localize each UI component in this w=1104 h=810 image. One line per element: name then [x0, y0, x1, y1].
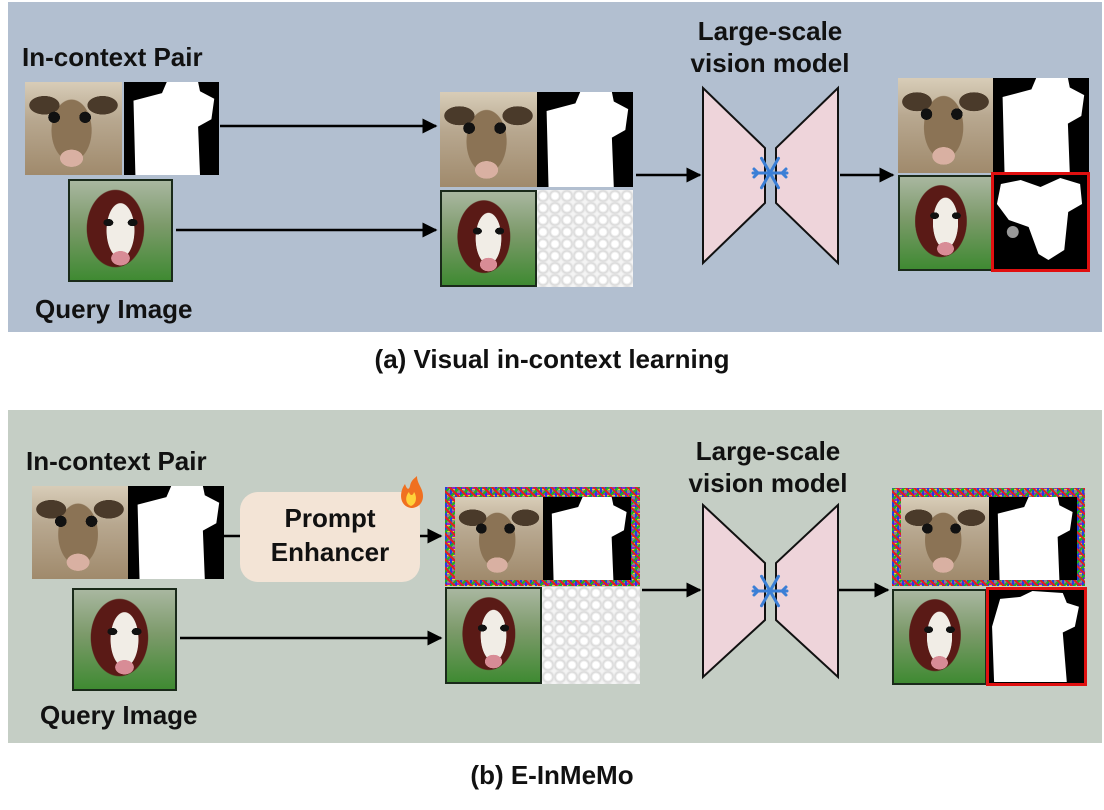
model-label-b: Large-scale vision model [658, 436, 878, 499]
model-label-a: Large-scale vision model [660, 16, 880, 79]
predicted-mask-a [991, 172, 1090, 272]
output-query-image-a [898, 175, 993, 271]
enhancer-label-line1: Prompt [284, 503, 376, 533]
query-image-label-a: Query Image [35, 294, 193, 324]
output-context-mask-b [989, 497, 1077, 580]
caption-a: (a) Visual in-context learning [374, 344, 730, 374]
in-context-pair-label-b: In-context Pair [26, 446, 207, 476]
in-context-pair-label-a: In-context Pair [22, 42, 203, 72]
grid-context-image-b [455, 497, 543, 580]
decoder-shape-a [775, 85, 839, 266]
context-mask-a [124, 82, 219, 175]
caption-b: (b) E-InMeMo [470, 760, 634, 790]
grid-blank-canvas-b [542, 587, 640, 684]
model-label-a-line2: vision model [690, 47, 850, 78]
query-image-a [68, 179, 173, 282]
enhancer-label-line2: Enhancer [270, 536, 390, 567]
context-image-a [25, 82, 122, 175]
fire-icon [401, 476, 423, 508]
encoder-shape-b [702, 502, 766, 680]
snowflake-icon [751, 156, 789, 190]
grid-context-mask-b [543, 497, 631, 580]
snowflake-icon [751, 574, 789, 608]
grid-context-image-a [440, 92, 537, 187]
predicted-mask-b [986, 587, 1087, 686]
context-image-b [32, 486, 128, 579]
grid-context-mask-a [537, 92, 633, 187]
context-mask-b [128, 486, 224, 579]
output-context-image-b [901, 497, 989, 580]
encoder-shape-a [702, 85, 766, 266]
output-context-mask-a [993, 78, 1089, 173]
model-label-b-line2: vision model [688, 467, 848, 498]
model-label-a-line1: Large-scale [697, 16, 843, 46]
query-image-label-b: Query Image [40, 700, 198, 730]
prompt-enhancer-box: Prompt Enhancer [240, 492, 420, 582]
query-image-b [72, 588, 177, 691]
grid-blank-canvas-a [537, 190, 633, 287]
grid-query-image-b [445, 587, 542, 684]
output-context-image-a [898, 78, 993, 173]
decoder-shape-b [775, 502, 839, 680]
model-label-b-line1: Large-scale [695, 436, 841, 466]
grid-query-image-a [440, 190, 537, 287]
